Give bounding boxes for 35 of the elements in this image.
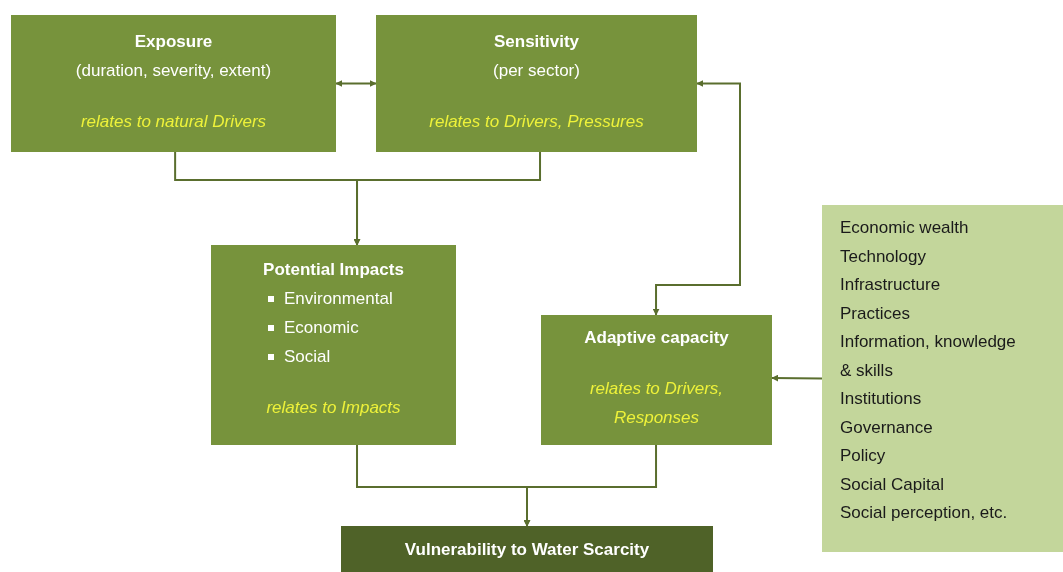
list-item: Governance — [840, 416, 933, 439]
note-text: relates to Impacts — [266, 397, 401, 419]
list-item: Infrastructure — [840, 274, 941, 296]
heading-text: Vulnerability to Water Scarcity — [404, 538, 650, 561]
list-item: Social Capital — [840, 473, 944, 496]
subtitle-text: (duration, severity, extent) — [75, 60, 272, 82]
heading-text: Exposure — [134, 31, 213, 53]
arrow — [771, 374, 823, 382]
bullet-item: Economic — [211, 313, 359, 342]
process-box — [541, 315, 772, 445]
note-text: relates to Drivers, Responses — [588, 378, 725, 429]
factor-list-box — [822, 205, 1063, 552]
heading-text: Sensitivity — [493, 31, 579, 53]
arrow — [652, 80, 741, 316]
heading-text: Adaptive capacity — [584, 327, 729, 349]
subtitle-text: (per sector) — [493, 60, 580, 82]
note-text: relates to Drivers, Pressures — [429, 111, 644, 133]
list-item: Policy — [840, 445, 886, 467]
list-item: Institutions — [840, 388, 922, 410]
list-item: Information, knowledge & skills — [840, 331, 1017, 382]
process-box — [341, 526, 713, 572]
heading-text: Potential Impacts — [263, 259, 404, 281]
arrow — [523, 444, 658, 527]
list-item: Practices — [840, 302, 910, 325]
process-box — [376, 15, 697, 152]
list-item: Technology — [840, 245, 926, 268]
bullet-item: Social — [211, 342, 331, 371]
list-item: Economic wealth — [840, 217, 969, 239]
arrow — [353, 151, 542, 246]
note-text: relates to natural Drivers — [80, 111, 267, 133]
process-box — [11, 15, 336, 152]
process-box — [211, 245, 456, 445]
list-item: Social perception, etc. — [840, 502, 1008, 524]
arrow — [335, 80, 377, 87]
bullet-item: Environmental — [211, 284, 393, 313]
